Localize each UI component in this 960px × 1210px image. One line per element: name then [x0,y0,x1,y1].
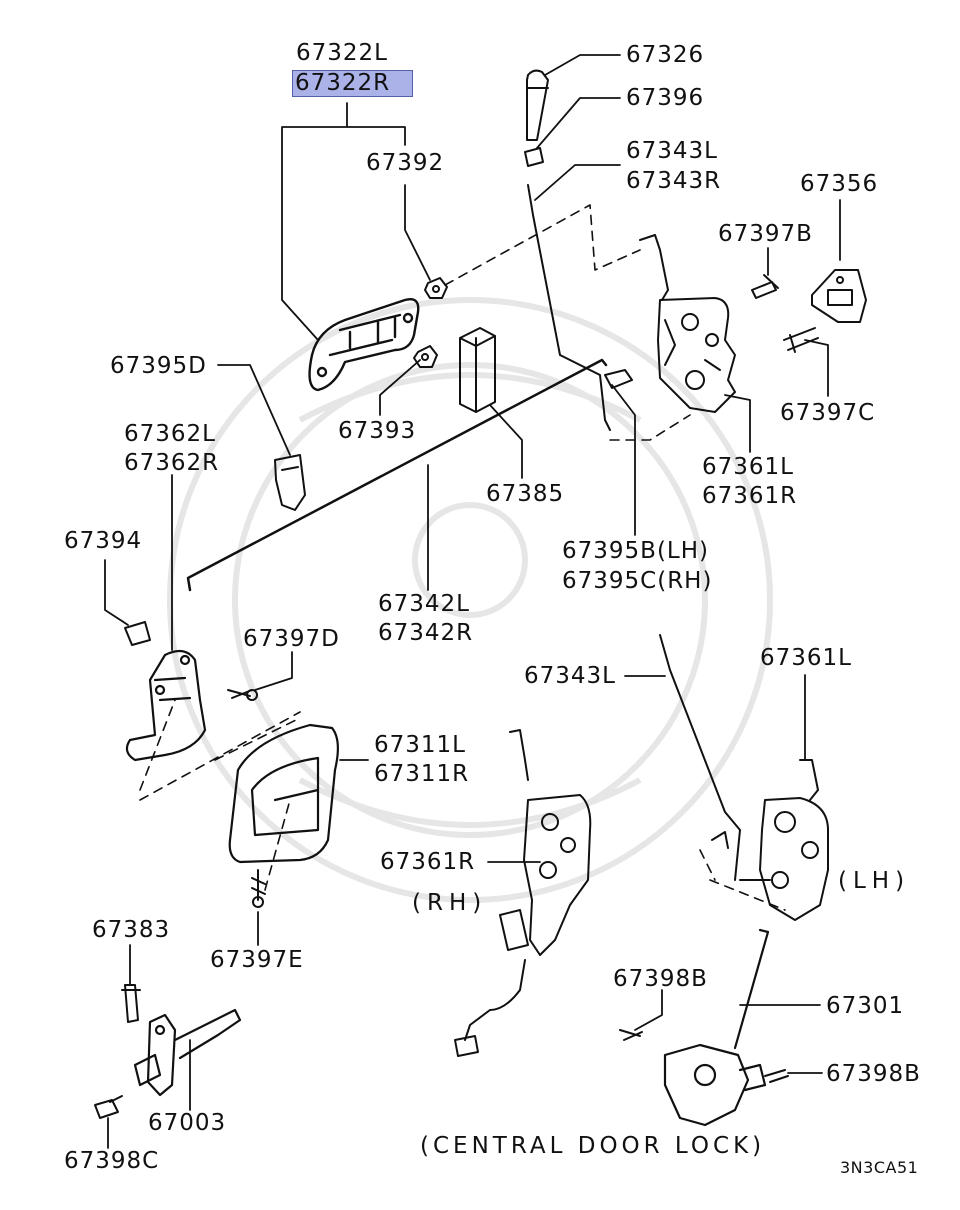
leader-lines [104,54,841,1149]
callout-67393: 67393 [338,418,417,444]
callout-67385: 67385 [486,481,565,507]
screw-67397D [227,689,258,701]
rod-67342 [186,358,608,592]
door-latch-rh [454,729,592,1057]
protector-pad [459,327,496,413]
clip-67395B [604,369,633,389]
callout-67311L: 67311L [374,732,466,758]
callout-67342R: 67342R [378,620,474,646]
screw-67397B [751,274,779,299]
callout-67395B: 67395B(LH) [562,538,710,564]
callout-67392: 67392 [366,150,445,176]
inner-handle [125,649,207,762]
callout-67356: 67356 [800,171,879,197]
callout-67397D: 67397D [243,626,340,652]
callout-67342L: 67342L [378,591,470,617]
door-check [133,1008,242,1097]
callout-67361L-top: 67361L [702,454,794,480]
callout-67362R: 67362R [124,450,220,476]
callout-67396: 67396 [626,85,705,111]
clip-67394 [124,621,151,646]
screw-67397E [251,869,266,908]
callout-67343R: 67343R [626,168,722,194]
callout-67343L-mid: 67343L [524,663,616,689]
callout-67361L-mid: 67361L [760,645,852,671]
bolt-67398C [94,1095,123,1119]
callout-67397E: 67397E [210,947,304,973]
callout-67397B: 67397B [718,221,813,247]
door-latch-top [639,234,736,413]
callout-67003: 67003 [148,1110,227,1136]
door-lock-actuator [663,928,770,1127]
bushing [524,147,544,167]
callout-67383: 67383 [92,917,171,943]
callout-67397C: 67397C [780,400,876,426]
callout-67311R: 67311R [374,761,470,787]
caption-central-door-lock: (CENTRAL DOOR LOCK) [420,1133,766,1159]
callout-67395C: 67395C(RH) [562,568,713,594]
side-label-lh: (LH) [838,868,911,894]
rod-67343-lower [659,634,741,881]
callout-67322R-highlighted[interactable]: 67322R [292,70,414,97]
callout-67398B-right: 67398B [826,1061,921,1087]
side-label-rh: (RH) [412,890,488,916]
diagram-code: 3N3CA51 [840,1158,919,1177]
callout-67301: 67301 [826,993,905,1019]
callout-67362L: 67362L [124,421,216,447]
callout-67398C: 67398C [64,1148,160,1174]
outer-handle [308,298,420,392]
callout-67394: 67394 [64,528,143,554]
callout-67361R-mid: 67361R [380,849,476,875]
callout-67322L: 67322L [296,40,388,66]
lock-knob-rod [526,69,549,141]
callout-67361R-top: 67361R [702,483,798,509]
callout-67398B-left: 67398B [613,966,708,992]
screw-67398B-left [619,1029,643,1041]
callout-67326: 67326 [626,42,705,68]
screw-67397C [783,327,819,353]
callout-67395D: 67395D [110,353,207,379]
callout-67343L-top: 67343L [626,138,718,164]
nut-67392 [424,277,448,299]
clip-67395D [274,454,306,511]
assembly-lines [139,204,786,911]
bolt-67383 [121,984,141,1023]
screw-67398B-right [764,1069,789,1083]
striker [811,269,867,323]
handle-bezel [228,723,339,864]
rod-67343 [527,184,611,431]
door-latch-lh [711,759,829,921]
nut-67393 [413,345,438,368]
